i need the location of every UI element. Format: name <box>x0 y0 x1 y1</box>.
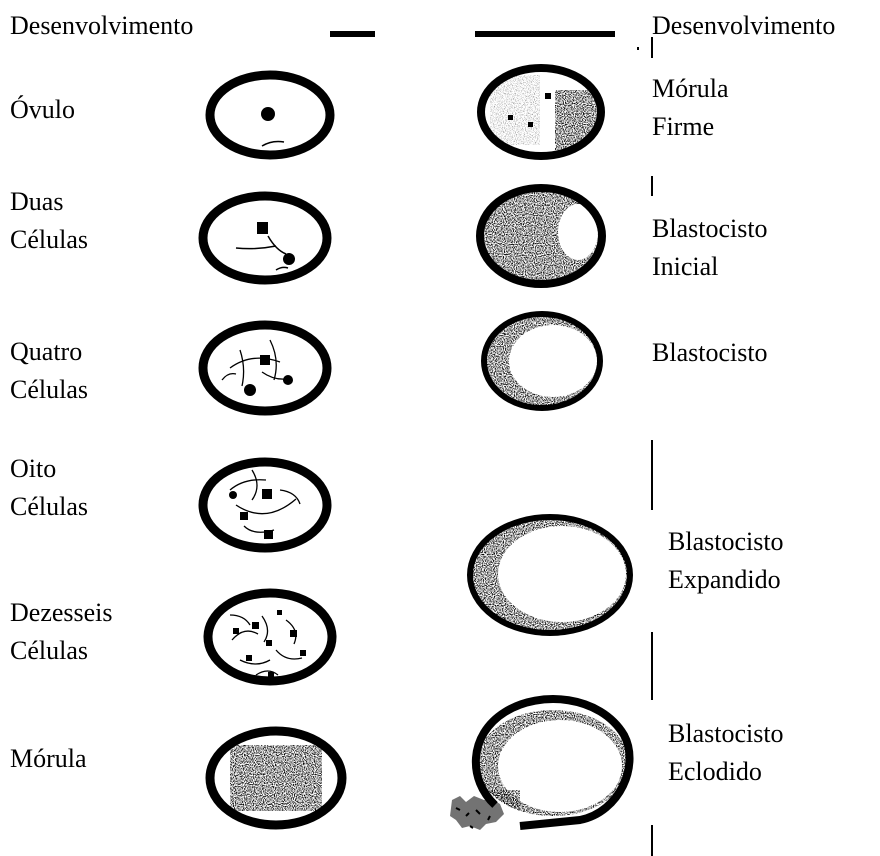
embryo-morula-firme <box>481 68 601 156</box>
stage-label-blastocisto-expandido: Blastocisto Expandido <box>668 523 784 599</box>
stage-label-blastocisto-inicial: Blastocisto Inicial <box>652 210 768 286</box>
stage-label-quatro-celulas: Quatro Células <box>10 333 88 409</box>
embryo-blastocisto-eclodido <box>448 699 631 830</box>
stage-label-oito-celulas: Oito Células <box>10 450 88 526</box>
right-separator-lines <box>638 37 652 856</box>
embryo-dezesseis-celulas <box>208 593 332 681</box>
embryo-duas-celulas <box>203 196 327 280</box>
stage-label-blastocisto: Blastocisto <box>652 334 768 372</box>
header-left: Desenvolvimento <box>10 7 193 45</box>
embryo-quatro-celulas <box>203 325 327 411</box>
stage-label-ovulo: Óvulo <box>10 91 75 129</box>
header-bar-right <box>475 31 615 37</box>
header-bar-left <box>330 31 375 37</box>
embryo-ovulo <box>210 75 330 155</box>
stage-label-duas-celulas: Duas Células <box>10 183 88 259</box>
stage-label-morula-firme: Mórula Firme <box>652 70 729 146</box>
stage-label-dezesseis-celulas: Dezesseis Células <box>10 594 113 670</box>
embryo-oito-celulas <box>203 462 327 548</box>
stage-label-blastocisto-eclodido: Blastocisto Eclodido <box>668 715 784 791</box>
embryo-morula <box>210 731 342 825</box>
header-right: Desenvolvimento <box>652 7 835 45</box>
embryo-blastocisto <box>484 312 602 412</box>
embryo-blastocisto-expandido <box>470 515 630 635</box>
stage-label-morula: Mórula <box>10 740 87 778</box>
embryo-blastocisto-inicial <box>480 188 602 285</box>
